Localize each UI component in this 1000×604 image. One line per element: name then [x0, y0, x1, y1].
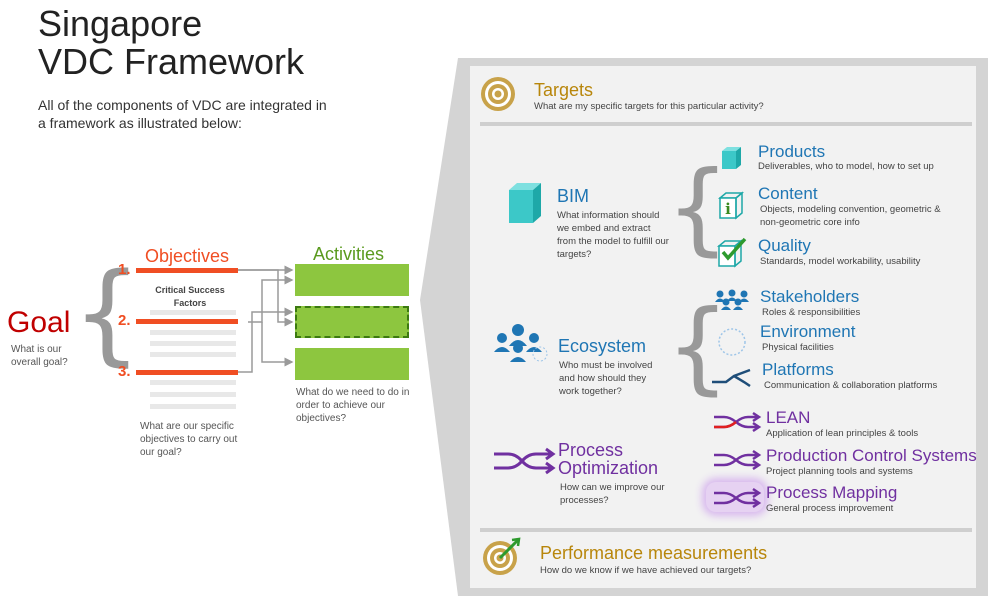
content-desc: Objects, modeling convention, geometric …	[760, 204, 941, 228]
goal-label: Goal	[7, 306, 71, 339]
bim-brace-icon: {	[666, 149, 730, 266]
page-title-line1: Singapore	[38, 3, 203, 44]
performance-title: Performance measurements	[540, 543, 768, 563]
csf-bar	[150, 310, 236, 315]
csf-bar	[150, 380, 236, 385]
environment-title: Environment	[760, 322, 856, 341]
objective-number-2: 2.	[118, 312, 131, 329]
process-title-line1: Process	[558, 440, 624, 460]
stakeholders-desc: Roles & responsibilities	[762, 307, 861, 318]
objective-number-1: 1.	[118, 261, 131, 278]
lean-desc: Application of lean principles & tools	[766, 428, 919, 439]
production-control-title: Production Control Systems	[766, 446, 977, 465]
stakeholders-icon	[715, 289, 749, 310]
bim-desc: What information should we embed and ext…	[557, 210, 669, 260]
platforms-desc: Communication & collaboration platforms	[764, 380, 938, 391]
csf-bar	[150, 392, 236, 397]
goal-desc: What is our overall goal?	[11, 344, 68, 368]
content-title: Content	[758, 184, 818, 203]
process-mapping-desc: General process improvement	[766, 503, 894, 514]
bim-title: BIM	[557, 186, 590, 206]
ecosystem-desc: Who must be involved and how should they…	[559, 360, 653, 397]
objectives-label: Objectives	[145, 246, 230, 266]
products-title: Products	[758, 142, 826, 161]
intro-text: All of the components of VDC are integra…	[38, 97, 327, 131]
content-info-icon: i	[717, 191, 745, 220]
products-cube-icon	[722, 147, 741, 169]
objectives-desc: What are our specific objectives to carr…	[140, 421, 238, 458]
bim-cube-icon	[509, 183, 541, 223]
platforms-branch-icon	[712, 368, 751, 388]
process-mapping-title: Process Mapping	[766, 483, 898, 502]
page-title-line2: VDC Framework	[38, 41, 305, 82]
activity-box-2	[295, 306, 409, 338]
csf-bar	[150, 330, 236, 335]
quality-check-icon	[716, 237, 747, 268]
csf-bar	[150, 352, 236, 357]
activity-box-1	[295, 264, 409, 296]
critical-success-factors: Critical Success Factors	[155, 285, 225, 308]
csf-bar	[150, 341, 236, 346]
quality-title: Quality	[758, 236, 811, 255]
platforms-title: Platforms	[762, 360, 834, 379]
performance-target-icon	[483, 537, 521, 575]
objective-bar-3	[136, 370, 238, 375]
products-desc: Deliverables, who to model, how to set u…	[758, 161, 934, 172]
performance-desc: How do we know if we have achieved our t…	[540, 565, 752, 576]
targets-desc: What are my specific targets for this pa…	[534, 101, 764, 112]
activity-box-3	[295, 348, 409, 380]
production-control-desc: Project planning tools and systems	[766, 466, 913, 477]
ecosystem-title: Ecosystem	[558, 336, 647, 356]
targets-title: Targets	[534, 80, 594, 100]
stakeholders-title: Stakeholders	[760, 287, 860, 306]
process-mapping-icon	[714, 487, 762, 509]
activities-label: Activities	[313, 244, 385, 264]
process-desc: How can we improve our processes?	[560, 482, 665, 506]
goal-brace-icon: {	[72, 249, 142, 377]
svg-text:i: i	[725, 200, 731, 218]
target-icon	[481, 77, 515, 111]
production-control-icon	[714, 449, 762, 471]
activities-desc: What do we need to do in order to achiev…	[296, 387, 410, 424]
ecosystem-people-icon	[494, 324, 548, 362]
environment-circle-icon	[718, 328, 746, 356]
objective-number-3: 3.	[118, 363, 131, 380]
lean-icon	[714, 411, 762, 433]
objective-bar-1	[136, 268, 238, 273]
csf-bar	[150, 404, 236, 409]
lean-title: LEAN	[766, 408, 811, 427]
process-optimization-icon	[494, 447, 556, 475]
environment-desc: Physical facilities	[762, 342, 834, 353]
objective-bar-2	[136, 319, 238, 324]
quality-desc: Standards, model workability, usability	[760, 256, 921, 267]
process-title-line2: Optimization	[558, 458, 659, 478]
